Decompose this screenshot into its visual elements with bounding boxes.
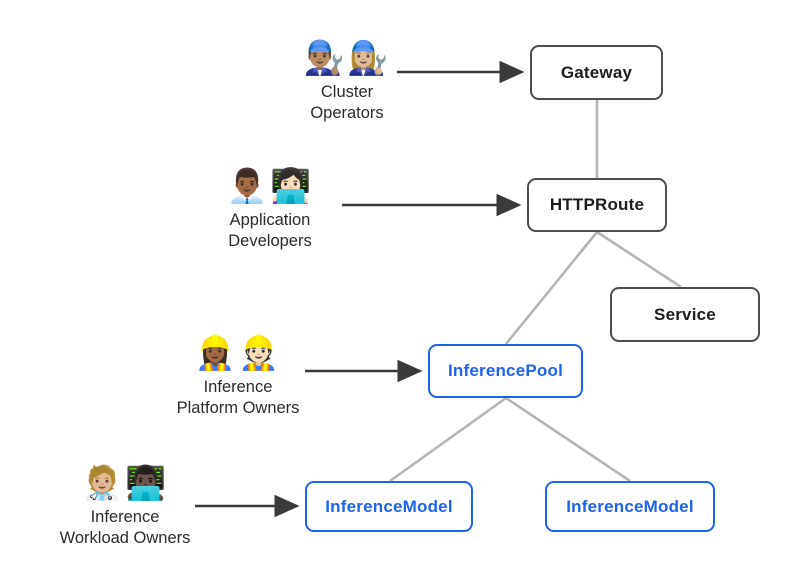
- persona-label-line1: Cluster: [320, 83, 374, 101]
- inference-platform-owners-emoji: 👷🏾‍♀️👷🏻: [194, 334, 282, 371]
- connector-inferencepool-inferencemodel-left: [389, 396, 507, 483]
- persona-label-line1: Application: [229, 211, 311, 229]
- persona-application-developers: 👨🏾‍💼👩🏻‍💻 Application Developers: [170, 164, 370, 252]
- persona-label-line2: Platform Owners: [176, 399, 300, 417]
- node-gateway: Gateway: [530, 45, 663, 100]
- node-inferencepool: InferencePool: [428, 344, 583, 398]
- persona-cluster-operators: 👨🏽‍🔧👩🏼‍🔧 Cluster Operators: [247, 36, 447, 124]
- connector-httproute-service: [596, 230, 682, 289]
- persona-label: Inference Platform Owners: [138, 377, 338, 419]
- persona-label-line2: Workload Owners: [59, 529, 191, 547]
- persona-label-line2: Operators: [310, 104, 384, 122]
- persona-label-line1: Inference: [203, 378, 273, 396]
- node-httproute: HTTPRoute: [527, 178, 667, 232]
- application-developers-emoji: 👨🏾‍💼👩🏻‍💻: [226, 167, 314, 204]
- cluster-operators-emoji: 👨🏽‍🔧👩🏼‍🔧: [303, 39, 391, 76]
- persona-inference-workload-owners: 🧑🏼‍⚕️👨🏿‍💻 Inference Workload Owners: [25, 461, 225, 549]
- node-service: Service: [610, 287, 760, 342]
- persona-label-line2: Developers: [228, 232, 312, 250]
- persona-label: Application Developers: [170, 210, 370, 252]
- persona-label: Inference Workload Owners: [25, 507, 225, 549]
- connector-inferencepool-inferencemodel-right: [505, 396, 631, 483]
- node-inferencemodel-right: InferenceModel: [545, 481, 715, 532]
- persona-label-line1: Inference: [90, 508, 160, 526]
- node-inferencemodel-left: InferenceModel: [305, 481, 473, 532]
- inference-workload-owners-emoji: 🧑🏼‍⚕️👨🏿‍💻: [81, 464, 169, 501]
- persona-inference-platform-owners: 👷🏾‍♀️👷🏻 Inference Platform Owners: [138, 331, 338, 419]
- persona-label: Cluster Operators: [247, 82, 447, 124]
- connector-httproute-inferencepool: [504, 231, 599, 345]
